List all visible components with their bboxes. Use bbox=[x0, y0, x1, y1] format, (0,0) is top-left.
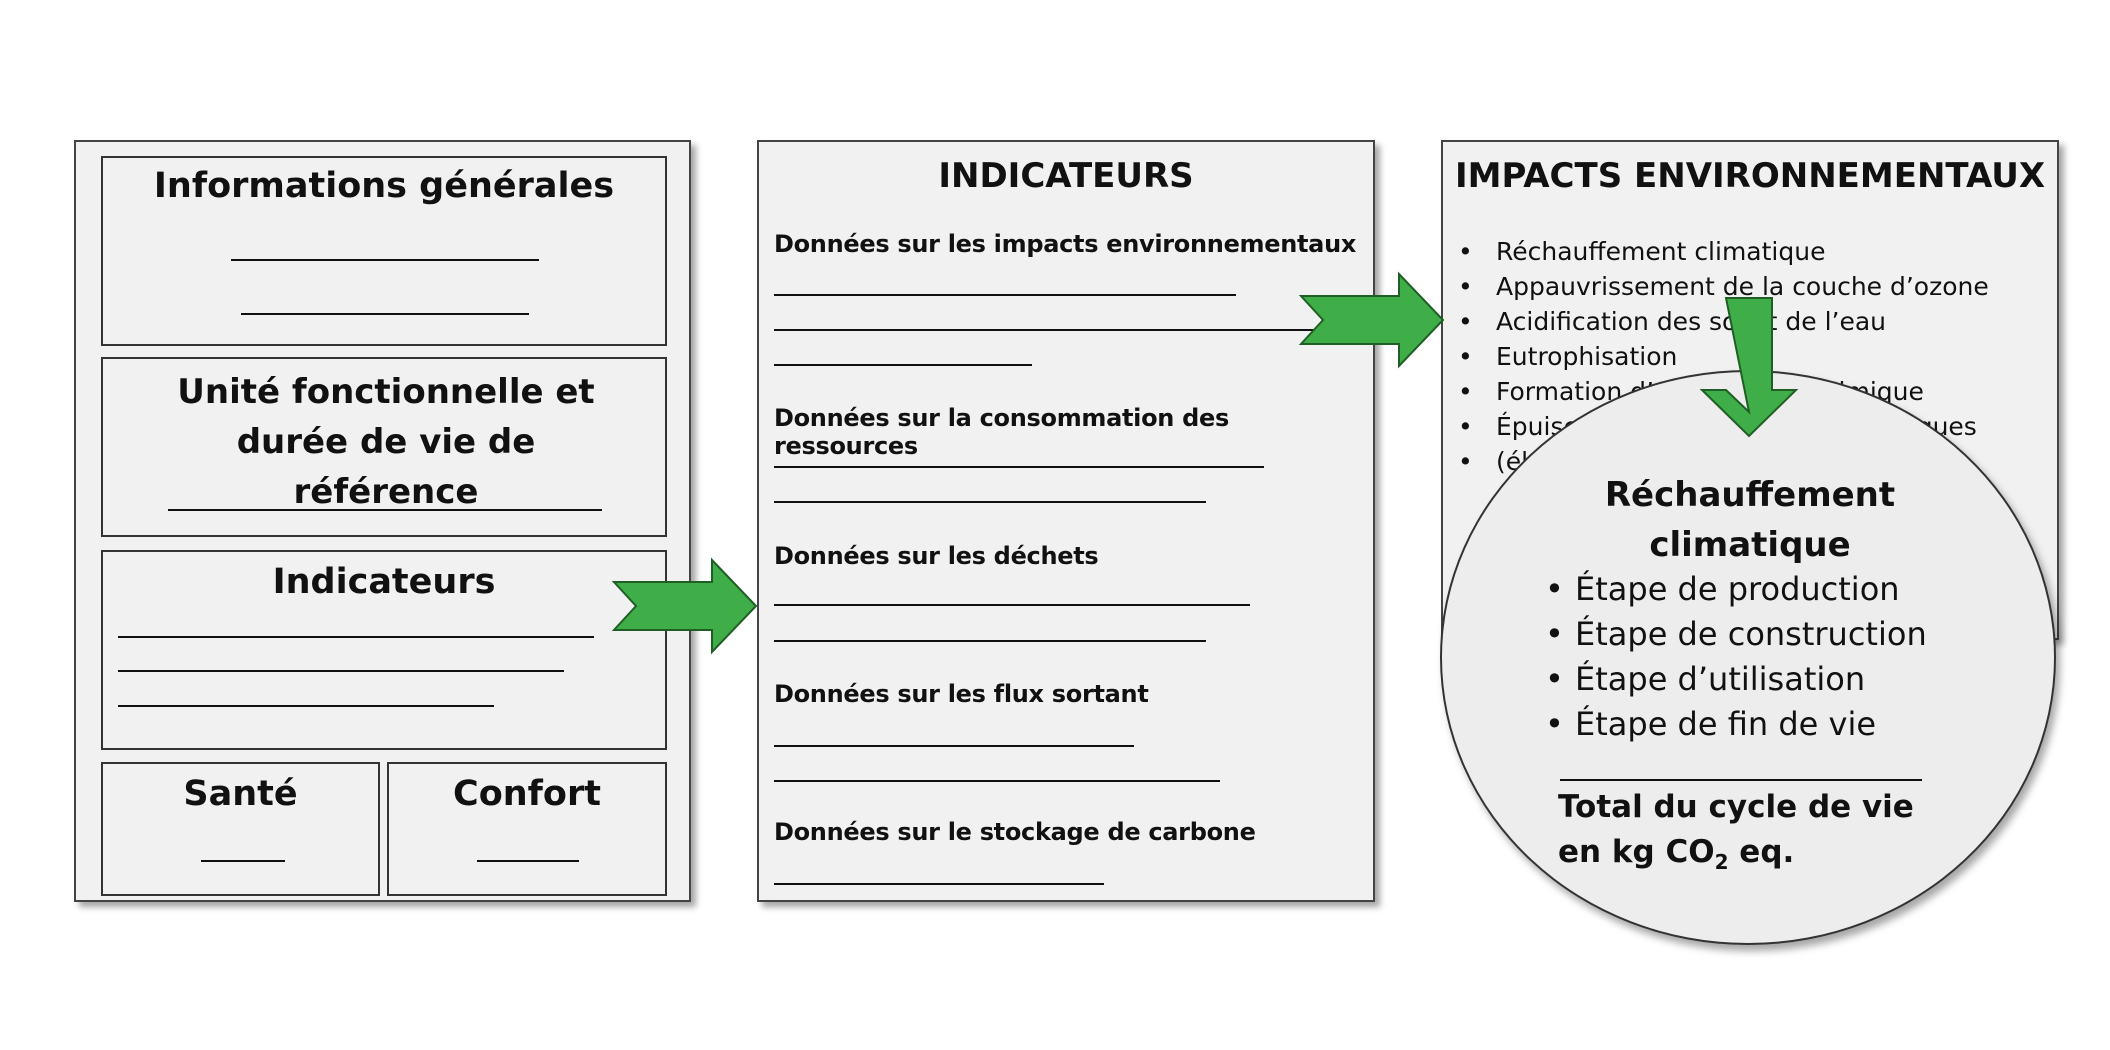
section-waste: Données sur les déchets bbox=[774, 542, 1099, 570]
blank-line bbox=[201, 860, 285, 862]
blank-line bbox=[1560, 779, 1922, 781]
right-title: IMPACTS ENVIRONNEMENTAUX bbox=[1454, 156, 2046, 196]
left-panel: Informations générales Unité fonctionnel… bbox=[74, 140, 691, 902]
arrow-right-shape bbox=[1298, 271, 1445, 369]
total-line-2: en kg CO2 eq. bbox=[1558, 830, 1914, 885]
arrow-right-shape bbox=[611, 557, 758, 655]
section-carbon: Données sur le stockage de carbone bbox=[774, 818, 1256, 846]
blank-line bbox=[118, 636, 594, 638]
functional-unit-box: Unité fonctionnelle et durée de vie de r… bbox=[101, 357, 667, 537]
co2-subscript: 2 bbox=[1714, 850, 1729, 875]
health-title: Santé bbox=[183, 774, 298, 814]
stage-item: Étape d’utilisation bbox=[1545, 657, 1927, 702]
blank-line bbox=[774, 640, 1206, 642]
stage-item: Étape de production bbox=[1545, 567, 1927, 612]
total-text: Total du cycle de vie en kg CO2 eq. bbox=[1558, 785, 1914, 885]
comfort-box: Confort bbox=[387, 762, 667, 896]
general-info-box: Informations générales bbox=[101, 156, 667, 346]
blank-line bbox=[774, 745, 1134, 747]
stage-item: Étape de construction bbox=[1545, 612, 1927, 657]
blank-line bbox=[774, 780, 1220, 782]
blank-line bbox=[774, 294, 1236, 296]
blank-line bbox=[774, 466, 1264, 468]
arrow-down-icon bbox=[1699, 297, 1799, 438]
impact-item: Eutrophisation bbox=[1448, 339, 1989, 374]
blank-line bbox=[774, 501, 1206, 503]
blank-line bbox=[774, 329, 1326, 331]
blank-line bbox=[241, 313, 529, 315]
blank-line bbox=[118, 670, 564, 672]
section-outflows: Données sur les flux sortant bbox=[774, 680, 1149, 708]
impact-item: Appauvrissement de la couche d’ozone bbox=[1448, 269, 1989, 304]
circle-title: Réchauffement climatique bbox=[1604, 475, 1896, 565]
comfort-title: Confort bbox=[453, 774, 601, 814]
functional-unit-title: Unité fonctionnelle et durée de vie de r… bbox=[177, 372, 595, 512]
blank-line bbox=[118, 705, 494, 707]
total-unit: en kg CO bbox=[1558, 834, 1715, 870]
blank-line bbox=[774, 604, 1250, 606]
general-info-title: Informations générales bbox=[153, 166, 615, 206]
magnifier-circle: Réchauffement climatique Étape de produc… bbox=[1440, 370, 2056, 945]
arrow-right-icon bbox=[611, 557, 758, 655]
impact-item: Réchauffement climatique bbox=[1448, 234, 1989, 269]
blank-line bbox=[477, 860, 579, 862]
middle-title: INDICATEURS bbox=[938, 156, 1194, 196]
indicators-title: Indicateurs bbox=[272, 562, 496, 602]
blank-line bbox=[774, 883, 1104, 885]
middle-panel: INDICATEURS Données sur les impacts envi… bbox=[757, 140, 1375, 902]
stage-list: Étape de production Étape de constructio… bbox=[1545, 567, 1927, 747]
total-line-1: Total du cycle de vie bbox=[1558, 789, 1914, 825]
arrow-right-icon bbox=[1298, 271, 1445, 369]
arrow-down-shape bbox=[1699, 297, 1799, 438]
section-resources: Données sur la consommation des ressourc… bbox=[774, 404, 1229, 460]
health-box: Santé bbox=[101, 762, 380, 896]
stage-item: Étape de fin de vie bbox=[1545, 702, 1927, 747]
blank-line bbox=[774, 364, 1032, 366]
impact-item: Acidification des sol et de l’eau bbox=[1448, 304, 1989, 339]
blank-line bbox=[231, 259, 539, 261]
section-impacts: Données sur les impacts environnementaux bbox=[774, 230, 1357, 258]
indicators-box: Indicateurs bbox=[101, 550, 667, 750]
blank-line bbox=[168, 509, 602, 511]
total-unit-suffix: eq. bbox=[1728, 834, 1795, 870]
